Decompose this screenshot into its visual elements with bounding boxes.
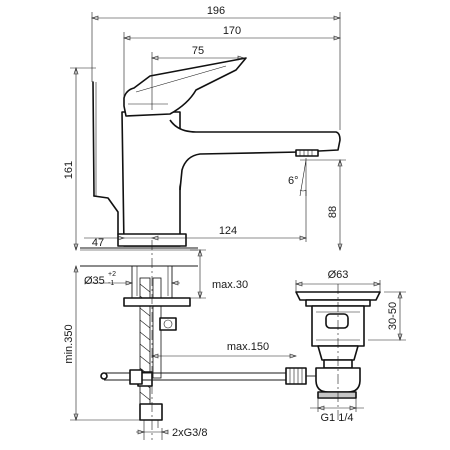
dim-waste-diameter: Ø63 — [328, 269, 349, 281]
dim-max-pullrod-length: max.150 — [227, 341, 269, 353]
dim-waste-thread: G1 1/4 — [320, 412, 353, 424]
dim-supply-connections: 2xG3/8 — [172, 427, 207, 439]
dimension-lines — [70, 12, 406, 440]
dim-hole-diameter: Ø35 — [84, 275, 105, 287]
dim-lever-length: 75 — [192, 45, 204, 57]
dim-hole-tol-minus: -1 — [108, 280, 114, 287]
dim-spout-angle: 6° — [288, 175, 299, 187]
dim-base-offset: 47 — [92, 237, 104, 249]
dim-waste-adjust-range: 30-50 — [387, 302, 399, 330]
pull-rod — [100, 369, 290, 385]
below-deck-assembly — [123, 266, 191, 428]
dimension-labels: 196 170 75 161 88 6° 124 47 Ø35 +2 -1 mi… — [63, 5, 399, 439]
dim-spout-reach: 170 — [223, 25, 241, 37]
waste-drain — [285, 291, 381, 399]
dim-outlet-height: 88 — [327, 206, 339, 218]
dim-overall-width: 196 — [207, 5, 225, 17]
dim-min-supply-length: min.350 — [63, 324, 75, 363]
dim-outlet-projection: 124 — [219, 225, 237, 237]
dim-total-height: 161 — [63, 161, 75, 179]
dim-max-deck-thickness: max.30 — [212, 279, 248, 291]
dim-hole-tol-plus: +2 — [108, 271, 116, 278]
center-lines — [151, 240, 339, 440]
faucet-body — [80, 57, 341, 267]
